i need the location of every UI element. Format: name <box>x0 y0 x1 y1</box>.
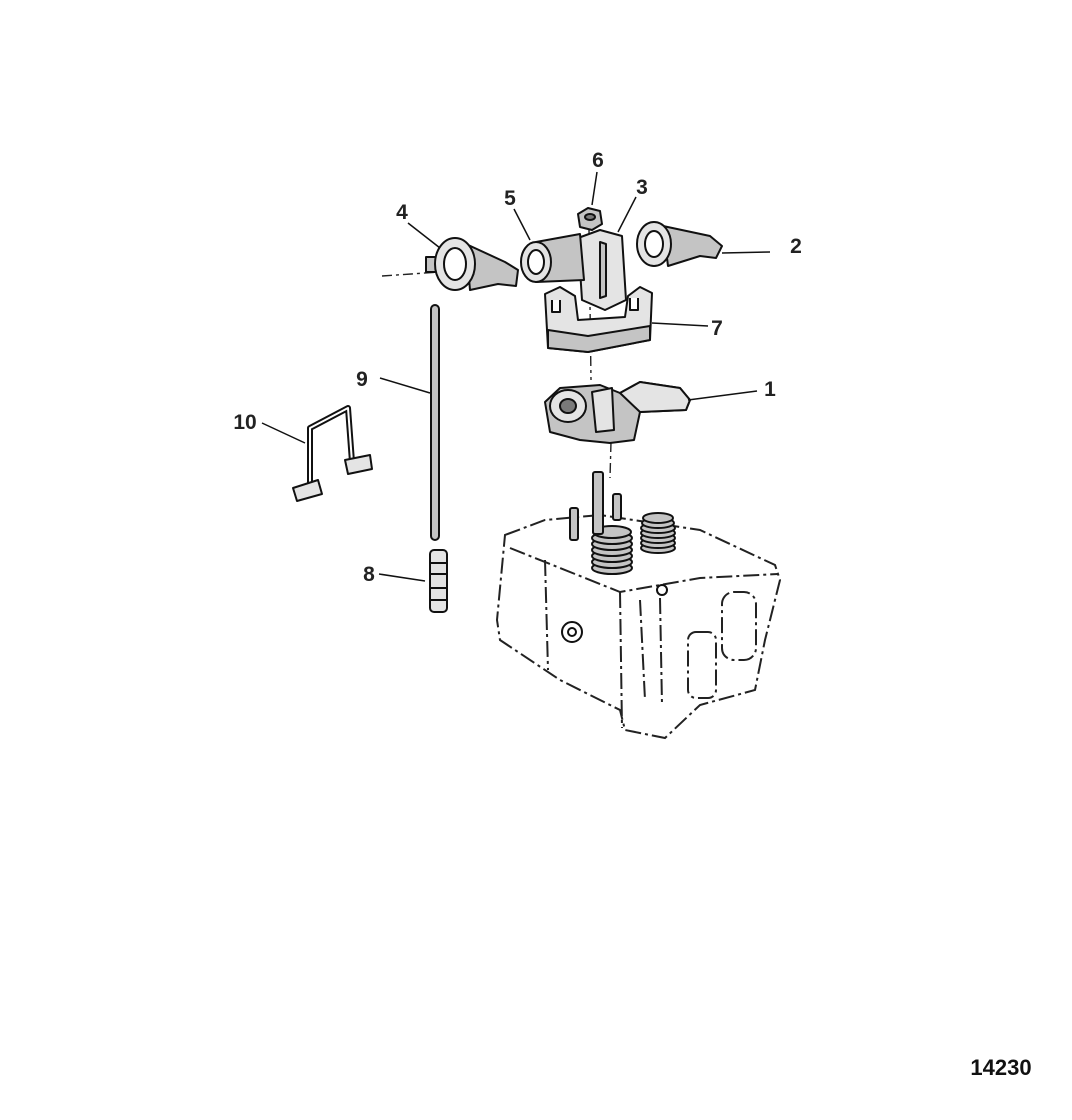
part-2-rocker-arm <box>636 221 723 267</box>
bracket-wire-outline <box>307 405 355 488</box>
shaft-holder-slot <box>599 241 607 299</box>
part-10-bracket <box>292 405 373 502</box>
leader-1 <box>687 390 758 401</box>
part-3-shaft-holder <box>577 229 627 311</box>
callout-1: 1 <box>764 378 776 401</box>
leader-7 <box>651 322 709 327</box>
lifter-bands <box>430 562 447 601</box>
valve-stem <box>592 471 604 535</box>
lifter-body <box>429 549 448 613</box>
leader-10 <box>261 422 306 444</box>
part-9-pushrod <box>430 304 440 541</box>
center-line-lower <box>609 441 612 479</box>
cylinder-head-rib <box>639 597 663 706</box>
bracket-foot-left <box>292 479 323 502</box>
cylinder-head-port-upper <box>721 591 757 661</box>
callout-9: 9 <box>356 368 368 391</box>
part-5-sleeve <box>520 233 585 283</box>
rocker-arm-body <box>662 225 723 267</box>
rocker-assembly-pivot-bore <box>559 398 577 414</box>
leader-8 <box>378 573 426 582</box>
callout-labels: 1 2 3 4 5 6 7 8 9 10 <box>233 149 802 586</box>
cylinder-head-port-lower <box>687 631 717 699</box>
callout-3: 3 <box>636 176 648 199</box>
callout-5: 5 <box>504 187 516 210</box>
rocker-arm-bore <box>443 247 467 281</box>
cylinder-head-phantom <box>495 513 782 740</box>
leader-9 <box>379 377 431 394</box>
bracket-foot-right <box>344 454 373 475</box>
rocker-arm-bore <box>644 230 664 258</box>
part-1-rocker-assembly <box>544 381 691 444</box>
leader-5 <box>513 208 531 241</box>
cylinder-head-front-edge <box>619 591 623 729</box>
rocker-arm-body <box>465 243 519 291</box>
part-7-pedestal <box>544 286 653 353</box>
spring-coil <box>642 512 674 524</box>
pedestal-base <box>547 325 651 353</box>
leader-6 <box>591 171 598 206</box>
callout-6: 6 <box>592 149 604 172</box>
callout-8: 8 <box>363 563 375 586</box>
callout-10: 10 <box>233 411 256 434</box>
leader-3 <box>617 196 637 233</box>
rocker-assembly-center-arm <box>591 387 615 433</box>
cylinder-head-top-edge <box>509 547 779 594</box>
pedestal-slot-left <box>551 300 561 313</box>
figure-number: 14230 <box>970 1055 1031 1080</box>
cylinder-head-small-hole <box>656 584 668 596</box>
bracket-wire-highlight <box>309 407 353 488</box>
nut-bore <box>584 213 596 221</box>
valve-spring-rear <box>640 512 676 554</box>
callout-4: 4 <box>396 201 408 224</box>
leader-4 <box>407 222 441 249</box>
leader-2 <box>721 251 771 254</box>
cylinder-head-bolt-hole-inner <box>567 627 577 637</box>
head-stud <box>569 507 579 541</box>
cylinder-head-inner-edge <box>544 559 549 671</box>
valve-stem-secondary <box>612 493 622 521</box>
leader-lines <box>261 171 771 582</box>
pedestal-slot-right <box>629 298 639 311</box>
part-8-lifter <box>429 549 448 613</box>
part-6-nut <box>577 207 603 231</box>
part-4-rocker-arm <box>425 237 519 291</box>
callout-2: 2 <box>790 235 802 258</box>
sleeve-bore <box>527 249 545 275</box>
cylinder-head-outline <box>495 513 782 740</box>
callout-7: 7 <box>711 317 723 340</box>
